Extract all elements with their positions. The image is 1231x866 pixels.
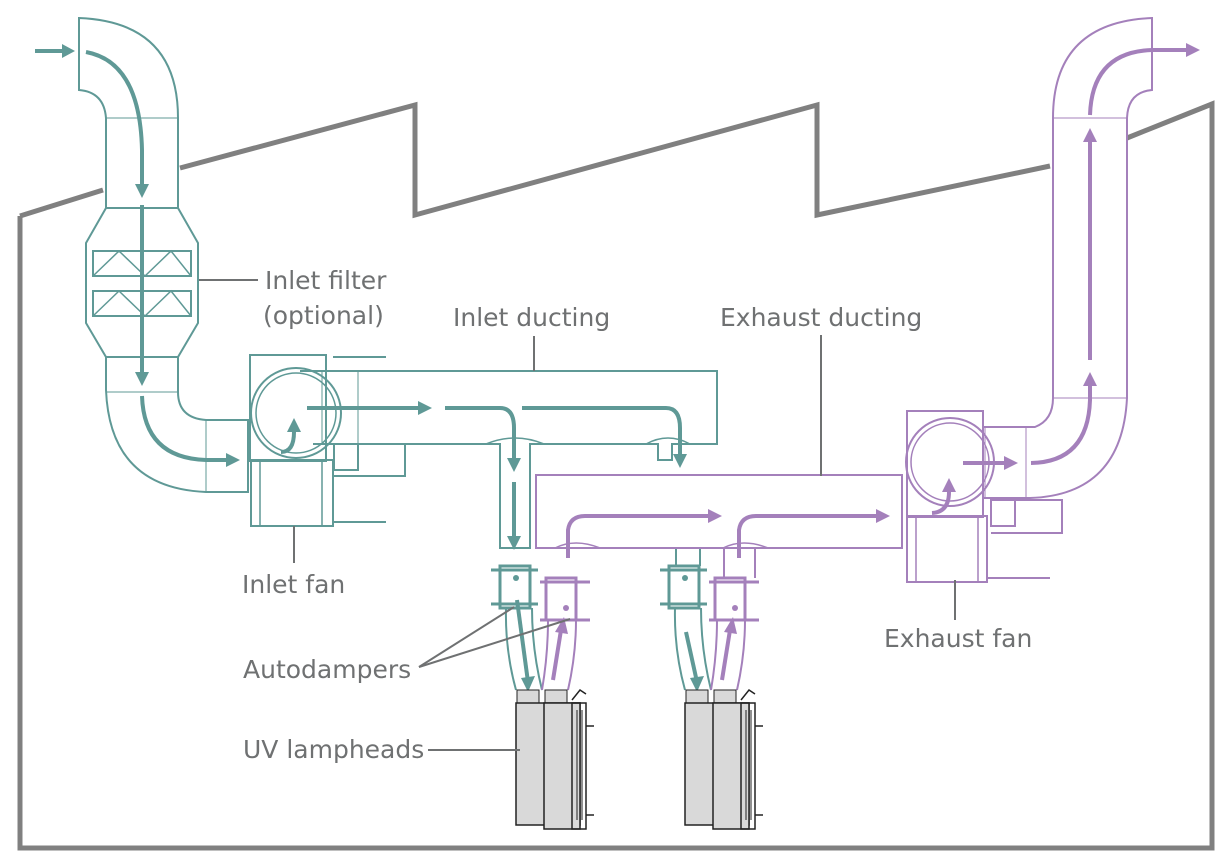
autodamper-inlet-2 xyxy=(660,564,707,610)
autodamper-exhaust-1 xyxy=(540,576,590,622)
lamphead-group-1 xyxy=(491,564,594,830)
autodamper-exhaust-2 xyxy=(709,576,759,622)
label-inlet-ducting: Inlet ducting xyxy=(453,303,610,332)
label-exhaust-ducting: Exhaust ducting xyxy=(720,303,922,332)
building-outline xyxy=(17,100,1215,851)
label-inlet-filter: Inlet filter xyxy=(265,266,387,295)
leader-autodamper-inlet xyxy=(418,606,515,668)
autodamper-inlet-1 xyxy=(491,564,538,610)
leader-lines xyxy=(199,279,956,751)
lamphead-group-2 xyxy=(660,548,763,830)
inlet-flow-arrows xyxy=(35,44,687,550)
inlet-system xyxy=(35,16,718,566)
label-exhaust-fan: Exhaust fan xyxy=(884,624,1032,653)
label-inlet-filter-optional: (optional) xyxy=(263,301,384,330)
uv-lamphead-2 xyxy=(684,688,763,830)
exhaust-ducting xyxy=(535,474,903,549)
exhaust-flow-arrows xyxy=(566,43,1200,558)
exhaust-system xyxy=(535,16,1200,583)
label-inlet-fan: Inlet fan xyxy=(242,570,345,599)
inlet-fan xyxy=(249,354,406,527)
label-uv-lampheads: UV lampheads xyxy=(243,735,424,764)
leader-autodamper-exhaust xyxy=(418,618,571,668)
uv-lamphead-1 xyxy=(515,688,594,830)
label-autodampers: Autodampers xyxy=(243,655,411,684)
